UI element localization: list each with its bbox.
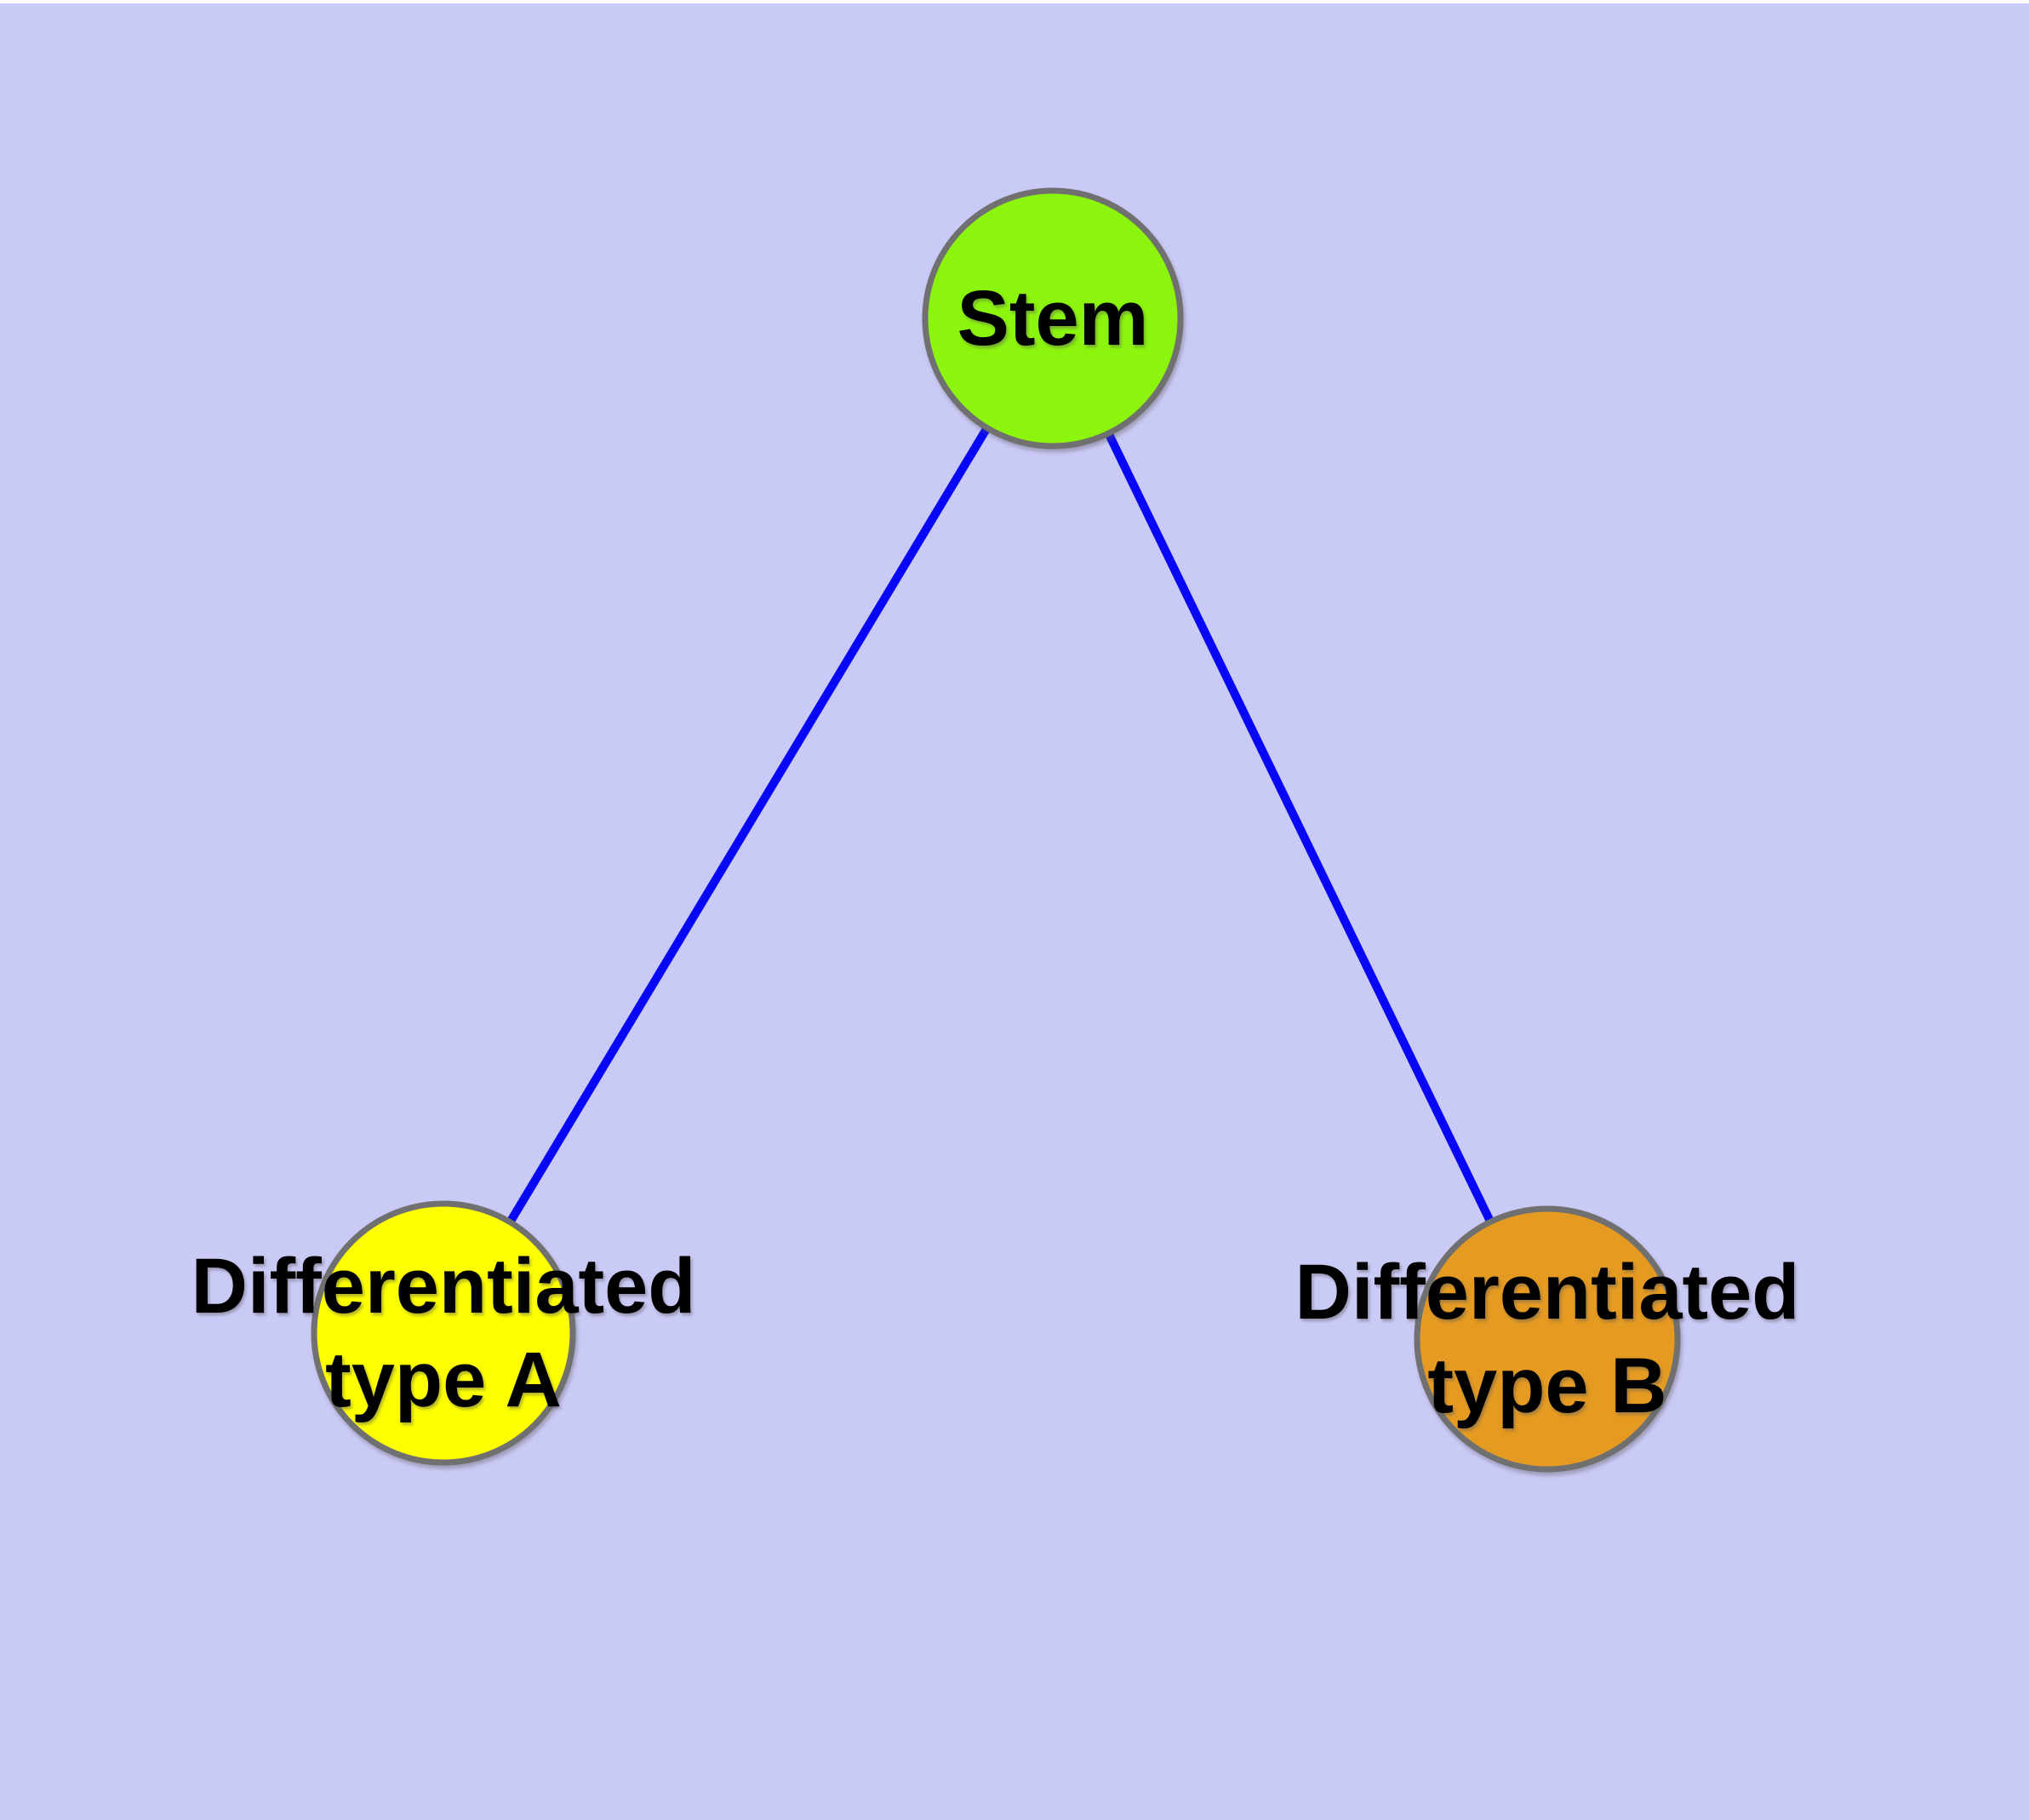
node-circle-diff-a: [311, 1200, 576, 1466]
edge-layer: [439, 316, 1552, 1342]
node-circle-diff-b: [1414, 1205, 1681, 1473]
edge-stem-diff-b: [1049, 316, 1552, 1342]
node-circle-stem: [922, 187, 1184, 449]
edge-stem-diff-a: [439, 316, 1057, 1336]
node-layer: [311, 187, 1681, 1473]
